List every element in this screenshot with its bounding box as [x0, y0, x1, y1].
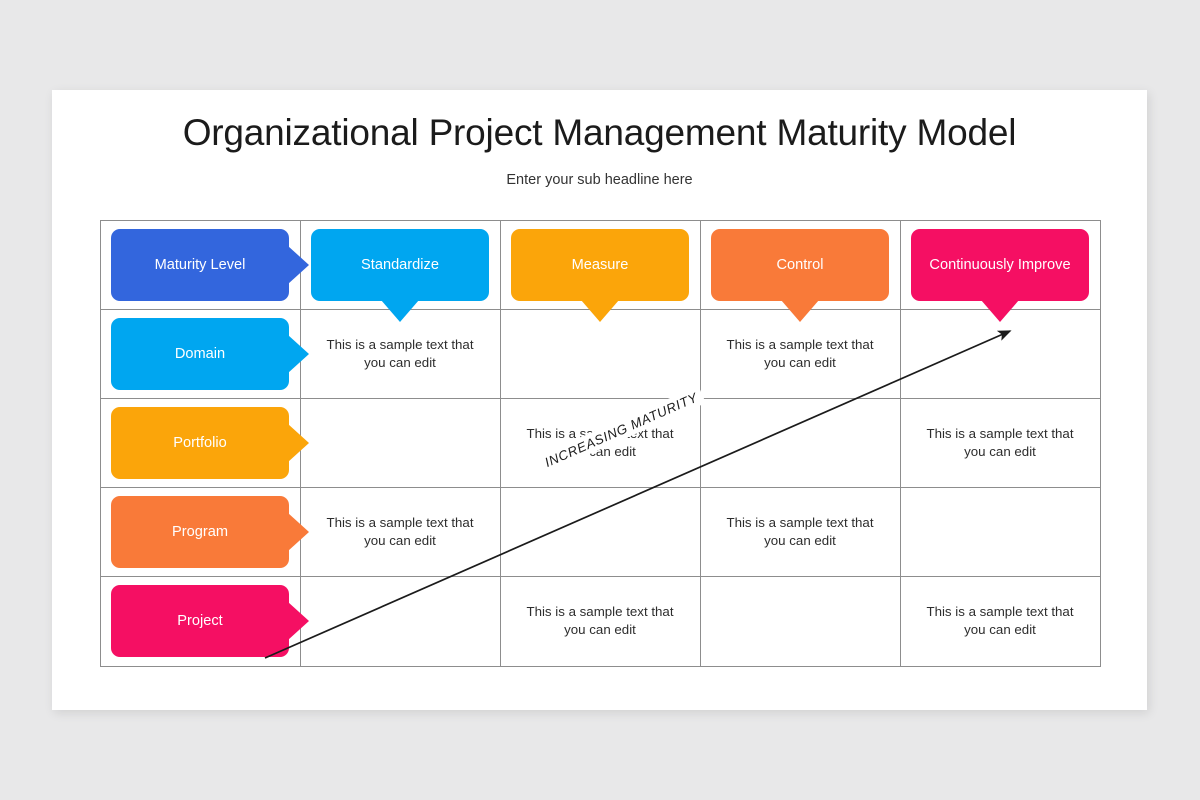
column-header-control[interactable]: Control — [711, 229, 889, 322]
column-header-measure[interactable]: Measure — [511, 229, 689, 322]
arrow-right-icon — [288, 246, 309, 284]
column-header-label: Continuously Improve — [929, 256, 1071, 273]
arrow-right-icon — [288, 424, 309, 462]
row-label-text: Domain — [174, 345, 226, 362]
arrow-down-icon — [781, 300, 819, 322]
page-title: Organizational Project Management Maturi… — [182, 112, 1017, 153]
matrix-cell[interactable] — [300, 576, 500, 665]
grid-line-v-5 — [1100, 220, 1101, 667]
arrow-right-icon — [288, 513, 309, 551]
page-subtitle: Enter your sub headline here — [506, 172, 693, 188]
arrow-down-icon — [581, 300, 619, 322]
matrix-cell[interactable]: This is a sample text that you can edit — [326, 336, 474, 370]
row-label-text: Project — [177, 612, 223, 629]
column-header-label: Control — [776, 256, 824, 273]
grid-line-h-0 — [100, 220, 1101, 221]
matrix-cell[interactable] — [300, 398, 500, 487]
row-label-text: Program — [172, 523, 228, 540]
matrix-cell[interactable]: This is a sample text that you can edit — [726, 336, 874, 370]
slide-card: Organizational Project Management Maturi… — [52, 90, 1147, 710]
row-label-program[interactable]: Program — [111, 496, 309, 568]
matrix-cell[interactable] — [900, 309, 1100, 398]
row-label-text: Portfolio — [173, 434, 227, 451]
matrix-cell[interactable]: This is a sample text that you can edit — [726, 514, 874, 548]
column-header-standardize[interactable]: Standardize — [311, 229, 489, 322]
matrix-cell[interactable] — [500, 309, 700, 398]
arrow-down-icon — [381, 300, 419, 322]
arrow-right-icon — [288, 335, 309, 373]
matrix-cell[interactable] — [900, 487, 1100, 576]
arrow-down-icon — [981, 300, 1019, 322]
matrix-cell[interactable] — [700, 576, 900, 665]
matrix-cell[interactable] — [700, 398, 900, 487]
column-header-maturity-level[interactable]: Maturity Level — [111, 229, 309, 301]
row-label-portfolio[interactable]: Portfolio — [111, 407, 309, 479]
column-header-continuously-improve[interactable]: Continuously Improve — [911, 229, 1089, 322]
grid-line-v-0 — [100, 220, 101, 667]
grid-line-h-5 — [100, 666, 1101, 667]
matrix-cell[interactable] — [500, 487, 700, 576]
column-header-label: Maturity Level — [154, 256, 246, 273]
row-label-domain[interactable]: Domain — [111, 318, 309, 390]
maturity-matrix: Maturity Level Standardize Measure Contr… — [100, 220, 1101, 667]
matrix-cell[interactable]: This is a sample text that you can edit — [926, 425, 1074, 459]
column-header-label: Measure — [571, 256, 629, 273]
matrix-cell[interactable]: This is a sample text that you can edit — [926, 603, 1074, 637]
row-label-project[interactable]: Project — [111, 585, 309, 657]
matrix-cell[interactable]: This is a sample text that you can edit — [526, 603, 674, 637]
arrow-right-icon — [288, 602, 309, 640]
column-header-label: Standardize — [361, 256, 439, 273]
matrix-cell[interactable]: This is a sample text that you can edit — [326, 514, 474, 548]
